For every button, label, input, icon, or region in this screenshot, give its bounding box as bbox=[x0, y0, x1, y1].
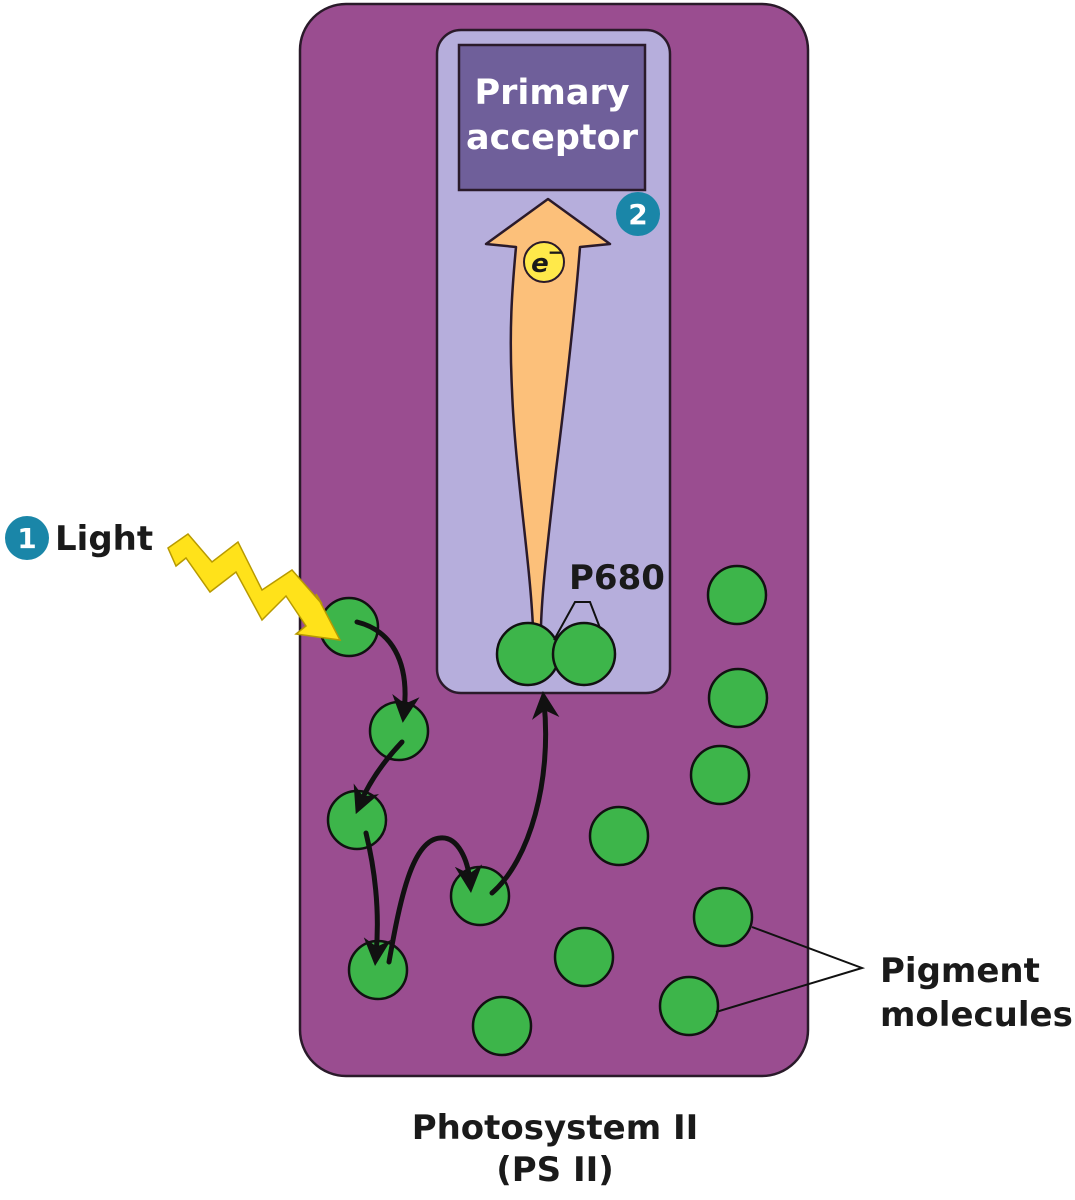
pigment-molecule bbox=[707, 667, 769, 729]
light-label: Light bbox=[55, 519, 153, 559]
pigment-molecule bbox=[588, 805, 650, 867]
primary-acceptor-box bbox=[457, 43, 647, 192]
transfer-arrow bbox=[353, 739, 405, 815]
primary-acceptor-label-line2: acceptor bbox=[466, 118, 639, 158]
step-2-circle bbox=[616, 192, 660, 236]
caption-line2: (PS II) bbox=[496, 1150, 614, 1190]
electron-icon: e − bbox=[523, 240, 565, 283]
pigment-molecules-label-line2: molecules bbox=[880, 995, 1073, 1035]
step-1-number: 1 bbox=[17, 522, 36, 555]
transfer-arrow bbox=[386, 835, 483, 965]
electron-label: e bbox=[531, 249, 549, 279]
caption-line1: Photosystem II bbox=[412, 1108, 699, 1148]
p680-leader-line bbox=[553, 601, 601, 641]
transfer-arrow bbox=[363, 830, 392, 966]
electron-circle bbox=[523, 241, 565, 283]
pigment-molecule bbox=[689, 744, 751, 806]
electron-charge: − bbox=[548, 240, 565, 264]
pigment-molecule bbox=[692, 886, 754, 948]
transfer-arrow bbox=[354, 619, 420, 723]
pigment-molecule bbox=[368, 700, 430, 762]
step-2-badge: 2 bbox=[616, 192, 660, 236]
p680-pigment-right bbox=[551, 621, 617, 687]
pigment-molecules-label-line1: Pigment bbox=[880, 951, 1040, 991]
step-2-number: 2 bbox=[628, 198, 647, 231]
p680-label: P680 bbox=[569, 558, 665, 598]
primary-acceptor-label-line1: Primary bbox=[474, 73, 629, 113]
pigment-leader-line bbox=[715, 926, 866, 1013]
pigment-molecule bbox=[471, 995, 533, 1057]
p680-pair bbox=[495, 621, 617, 687]
pigment-molecule bbox=[326, 789, 388, 851]
pigment-molecule bbox=[553, 926, 615, 988]
lightning-bolt-icon bbox=[167, 532, 342, 641]
pigment-molecule bbox=[658, 975, 720, 1037]
pigment-molecule bbox=[449, 865, 511, 927]
transfer-arrow bbox=[489, 691, 560, 896]
pigment-molecule bbox=[706, 564, 768, 626]
step-1-circle bbox=[5, 516, 49, 560]
electron-transfer-arrow bbox=[484, 197, 612, 630]
step-1-badge: 1 bbox=[5, 516, 49, 560]
energy-transfer-path bbox=[353, 619, 560, 966]
p680-pigment-left bbox=[495, 621, 561, 687]
